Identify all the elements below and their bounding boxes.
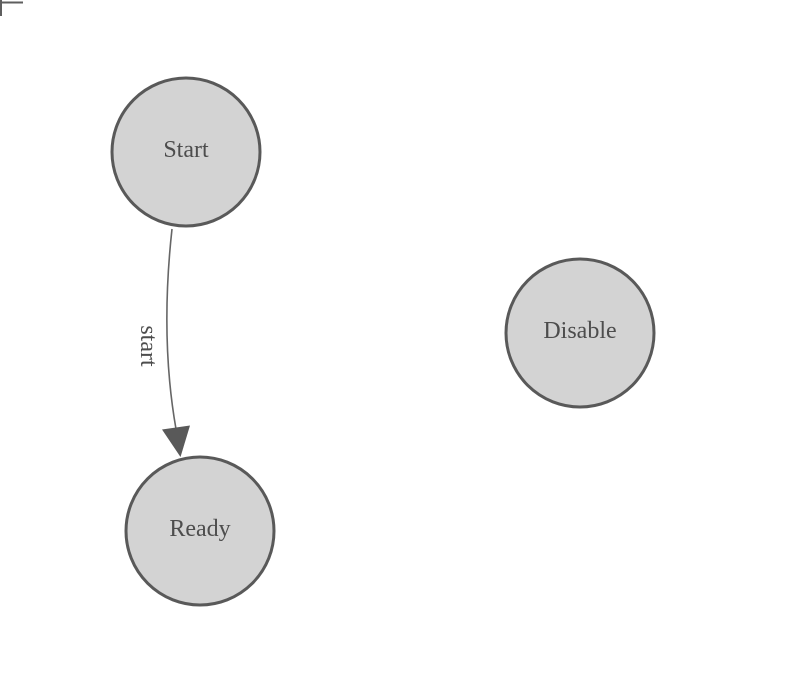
transition-edge-start-to-ready: start xyxy=(135,228,190,457)
state-node-ready-circle[interactable] xyxy=(124,455,276,607)
edge-label[interactable]: start xyxy=(135,325,161,367)
state-node-start: Start xyxy=(110,76,262,228)
corner-mark-horizontal-line xyxy=(0,1,23,4)
state-node-disable: Disable xyxy=(504,257,656,409)
canvas-corner-mark xyxy=(0,0,23,16)
state-node-disable-circle[interactable] xyxy=(504,257,656,409)
state-node-ready-label: Ready xyxy=(169,516,230,542)
state-node-start-circle[interactable] xyxy=(110,76,262,228)
state-node-start-label: Start xyxy=(163,137,209,163)
edge-path[interactable] xyxy=(166,228,177,430)
state-node-disable-label: Disable xyxy=(543,318,616,344)
state-node-ready: Ready xyxy=(124,455,276,607)
corner-mark-vertical-line xyxy=(0,0,2,16)
edge-arrowhead-icon xyxy=(162,425,190,457)
